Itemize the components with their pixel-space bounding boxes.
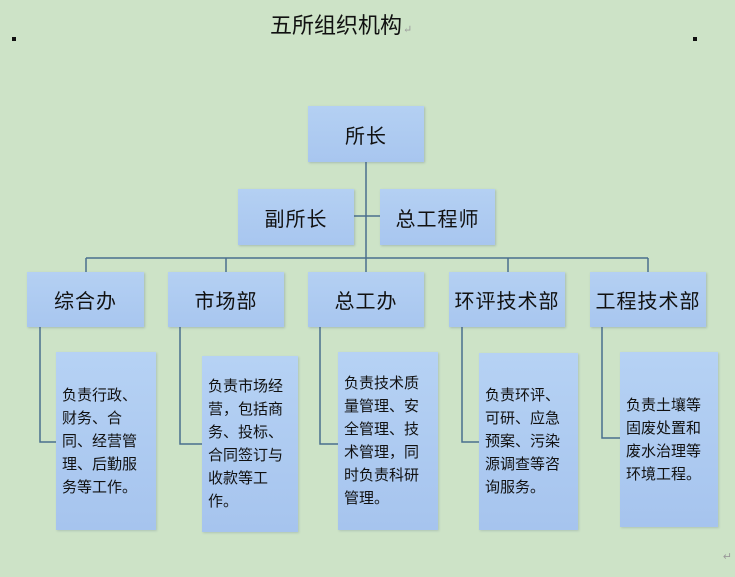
chart-title: 五所组织机构↵ xyxy=(270,8,470,40)
paragraph-mark-icon: ↵ xyxy=(403,23,413,36)
dot-right xyxy=(693,37,697,41)
node-dept-2-label: 市场部 xyxy=(194,289,258,313)
node-dept-5-label: 工程技术部 xyxy=(595,289,701,313)
connector-desc-1 xyxy=(39,327,56,443)
desc-dept-1: 负责行政、财务、合同、经营管理、后勤服务等工作。 xyxy=(56,352,156,530)
desc-dept-5-text: 负责土壤等固废处置和废水治理等环境工程。 xyxy=(626,395,702,483)
connector-desc-3 xyxy=(319,327,338,445)
node-dept-5: 工程技术部 xyxy=(590,272,706,327)
node-chief-engineer: 总工程师 xyxy=(380,189,495,245)
desc-dept-2: 负责市场经营，包括商务、投标、合同签订与收款等工作。 xyxy=(202,356,298,532)
dot-left xyxy=(12,37,16,41)
node-dept-4-label: 环评技术部 xyxy=(454,289,560,313)
desc-dept-3-text: 负责技术质量管理、安全管理、技术管理，同时负责科研管理。 xyxy=(344,374,420,507)
node-head: 所长 xyxy=(308,106,424,162)
chart-title-text: 五所组织机构 xyxy=(270,14,403,39)
node-dept-1: 综合办 xyxy=(27,272,144,327)
desc-dept-3: 负责技术质量管理、安全管理、技术管理，同时负责科研管理。 xyxy=(338,352,438,530)
node-head-label: 所长 xyxy=(345,123,387,148)
connector-desc-2 xyxy=(179,327,202,445)
node-dept-3-label: 总工办 xyxy=(334,289,398,313)
desc-dept-2-text: 负责市场经营，包括商务、投标、合同签订与收款等工作。 xyxy=(208,377,284,510)
paragraph-mark-footer-icon: ↵ xyxy=(722,550,732,563)
node-dept-2: 市场部 xyxy=(168,272,284,327)
desc-dept-5: 负责土壤等固废处置和废水治理等环境工程。 xyxy=(620,352,718,527)
node-chief-engineer-label: 总工程师 xyxy=(395,206,480,231)
desc-dept-4-text: 负责环评、可研、应急预案、污染源调查等咨询服务。 xyxy=(485,386,561,496)
desc-dept-1-text: 负责行政、财务、合同、经营管理、后勤服务等工作。 xyxy=(62,385,138,496)
node-dept-1-label: 综合办 xyxy=(54,289,117,313)
connector-desc-4 xyxy=(461,327,479,443)
node-dept-3: 总工办 xyxy=(308,272,424,327)
connector-desc-5 xyxy=(601,327,620,439)
node-deputy-director: 副所长 xyxy=(238,189,354,245)
desc-dept-4: 负责环评、可研、应急预案、污染源调查等咨询服务。 xyxy=(479,353,578,530)
node-deputy-director-label: 副所长 xyxy=(264,206,328,231)
node-dept-4: 环评技术部 xyxy=(449,272,565,327)
